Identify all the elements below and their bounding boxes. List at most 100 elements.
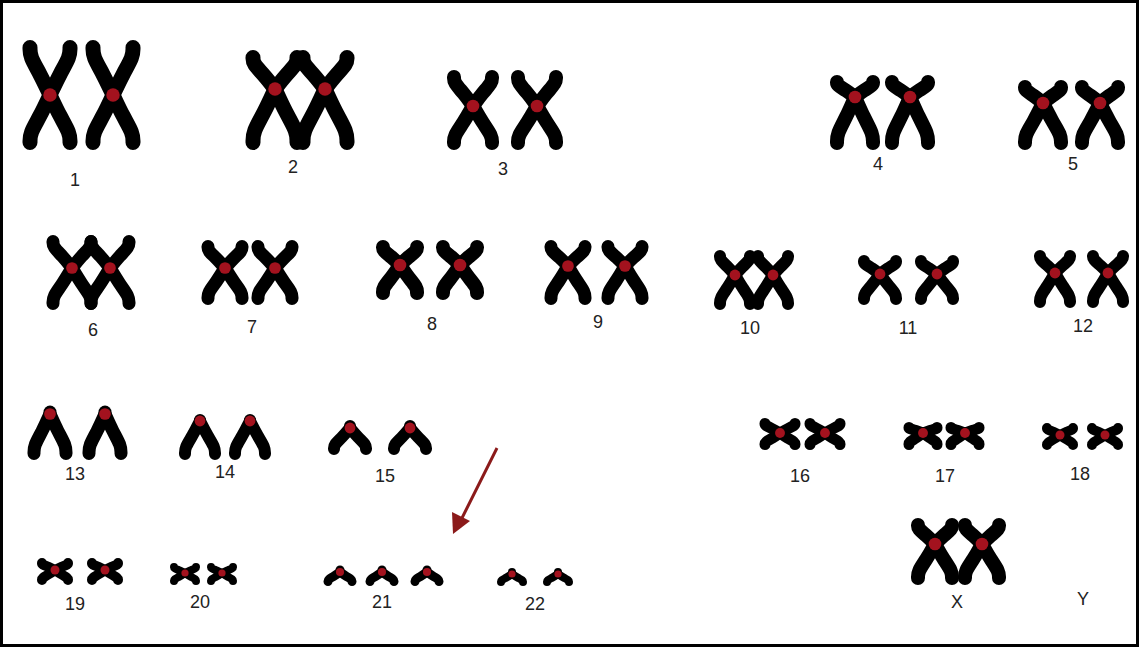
centromere-dot	[394, 259, 407, 272]
chromosome-number: 6	[88, 320, 98, 340]
chromatid-arm	[50, 48, 70, 96]
centromere-dot	[932, 269, 943, 280]
centromere-dot	[820, 428, 830, 438]
chromosome-number: 13	[65, 464, 85, 484]
centromere-dot	[1094, 97, 1107, 110]
centromere-dot	[531, 100, 544, 113]
chromatid-arm	[50, 414, 66, 454]
chromosome-figure	[91, 242, 129, 304]
centromere-dot	[1101, 431, 1110, 440]
chromosome-figure	[53, 242, 91, 304]
centromere-dot	[904, 91, 917, 104]
chromosome-number: 16	[790, 466, 810, 486]
chromosome-figure	[394, 420, 426, 449]
chromosome-cap	[244, 414, 256, 426]
centromere-dot	[554, 570, 561, 577]
chromosome-number: Y	[1077, 589, 1089, 609]
chromatid-arm	[250, 421, 265, 454]
chromosome-figure	[1047, 428, 1073, 445]
centromere-dot	[66, 262, 78, 274]
centromere-dot	[562, 260, 574, 272]
chromosome-number: 22	[525, 594, 545, 614]
chromosome-figure	[1092, 428, 1118, 445]
centromere-dot	[106, 88, 120, 102]
centromere-dot	[219, 262, 231, 274]
chromosome-cap	[194, 414, 206, 426]
chromatid-arm	[910, 97, 928, 143]
chromosome-figure	[909, 428, 937, 445]
chromosome-number: 3	[498, 159, 508, 179]
chromatid-arm	[50, 95, 70, 143]
chromosome-figure	[93, 48, 133, 143]
chromosome-figure	[328, 566, 352, 582]
chromosome-figure	[551, 247, 585, 299]
centromere-dot	[508, 570, 515, 577]
chromosome-figure	[258, 247, 292, 299]
chromosome-figure	[951, 428, 979, 445]
centromere-dot	[976, 538, 989, 551]
chromosome-figure	[334, 420, 366, 449]
centromere-dot	[269, 262, 281, 274]
chromosome-figure	[1040, 256, 1070, 302]
chromosome-figure	[965, 525, 999, 578]
centromere-dot	[849, 91, 862, 104]
chromatid-arm	[200, 421, 215, 454]
centromere-dot	[44, 408, 56, 420]
centromere-dot	[1103, 268, 1114, 279]
centromere-dot	[318, 82, 332, 96]
centromere-dot	[467, 100, 480, 113]
chromatid-arm	[855, 97, 873, 143]
centromere-dot	[454, 259, 467, 272]
centromere-dot	[929, 538, 942, 551]
chromosome-figure	[174, 567, 196, 581]
chromosome-figure	[837, 82, 873, 143]
chromosome-figure	[235, 414, 265, 454]
centromere-dot	[875, 269, 886, 280]
chromatid-arm	[105, 414, 121, 454]
centromere-dot	[104, 262, 116, 274]
chromosome-number: 21	[372, 592, 392, 612]
centromere-dot	[918, 428, 928, 438]
chromosome-number: 19	[65, 594, 85, 614]
chromosome-figure	[501, 568, 523, 582]
chromosome-number: 11	[899, 318, 918, 338]
chromatid-arm	[110, 268, 129, 304]
chromosome-figure	[518, 77, 556, 143]
chromatid-arm	[1043, 103, 1061, 143]
chromosome-number: 5	[1068, 154, 1078, 174]
chromosome-figure	[415, 566, 439, 582]
chromosome-number: 7	[247, 317, 257, 337]
chromosome-figure	[720, 256, 750, 304]
chromosome-number: 15	[375, 466, 395, 486]
chromosome-figure	[34, 406, 66, 454]
centromere-dot	[51, 566, 60, 575]
centromere-dot	[960, 428, 970, 438]
chromosome-number: 8	[427, 314, 437, 334]
centromere-dot	[405, 423, 416, 434]
chromosome-figure	[208, 247, 242, 299]
chromosome-number: 18	[1070, 464, 1090, 484]
centromere-dot	[43, 88, 57, 102]
centromere-dot	[730, 270, 741, 281]
chromatid-arm	[113, 95, 133, 143]
chromosome-figure	[1025, 87, 1061, 143]
chromosome-figure	[758, 256, 788, 304]
chromosome-figure	[1082, 87, 1118, 143]
chromosome-figure	[42, 563, 68, 580]
chromosome-number: 14	[215, 462, 235, 482]
chromosome-figure	[89, 406, 121, 454]
chromosome-figure	[30, 48, 70, 143]
chromosome-figure	[303, 58, 347, 143]
centromere-dot	[336, 568, 344, 576]
chromosome-figure	[864, 261, 896, 299]
chromosome-figure	[547, 568, 569, 582]
chromosome-figure	[921, 261, 953, 299]
centromere-dot	[99, 408, 111, 420]
centromere-dot	[1037, 97, 1050, 110]
centromere-dot	[245, 416, 256, 427]
pointer-arrow	[461, 448, 497, 520]
centromere-dot	[768, 270, 779, 281]
